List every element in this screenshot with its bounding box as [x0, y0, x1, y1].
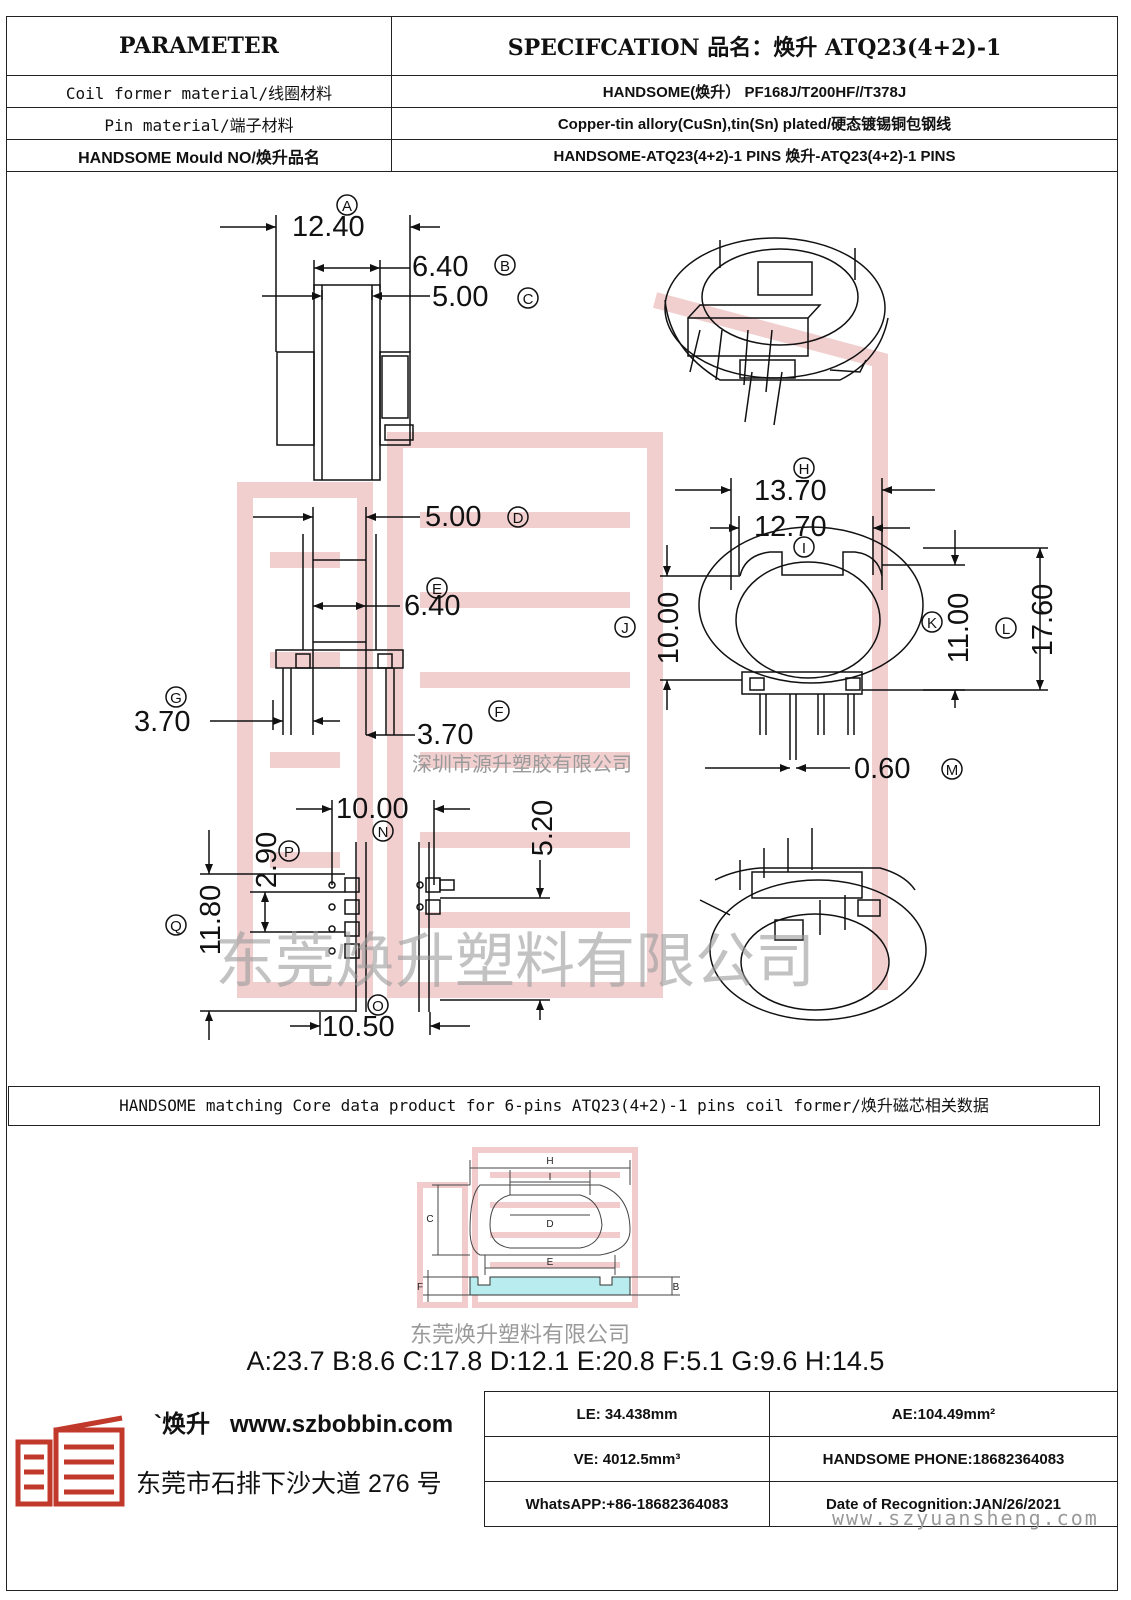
dim-E: 6.40	[404, 590, 460, 622]
circle-G: G	[170, 690, 182, 707]
dim-N: 10.00	[336, 793, 409, 825]
core-letter-H: H	[546, 1156, 553, 1167]
watermark-logo	[237, 292, 888, 998]
circle-C: C	[523, 291, 534, 308]
core-letter-I: I	[549, 1172, 552, 1183]
dim-P: 2.90	[251, 832, 283, 888]
dim-K: 11.00	[943, 593, 975, 663]
handsome-logo-icon	[15, 1415, 125, 1506]
circle-H: H	[799, 461, 810, 478]
specification-header: SPECIFCATION 品名：焕升 ATQ23(4+2)-1	[391, 16, 1118, 76]
core-data-values: A:23.7 B:8.6 C:17.8 D:12.1 E:20.8 F:5.1 …	[246, 1346, 885, 1376]
url-watermark: www.szyuansheng.com	[832, 1506, 1099, 1530]
core-letter-D: D	[546, 1219, 553, 1230]
coil-material-label: Coil former material/线圈材料	[6, 75, 392, 108]
ae-value: AE:104.49mm²	[769, 1391, 1118, 1437]
circle-K: K	[927, 615, 937, 632]
circle-D: D	[513, 510, 524, 527]
watermark-core: 东莞焕升塑料有限公司	[410, 1323, 630, 1345]
technical-drawing: A B C D E F G H I J K L M N P Q O 12.40 …	[134, 194, 1059, 1043]
dim-A: 12.40	[292, 211, 365, 243]
dim-D: 5.00	[425, 501, 481, 533]
dim-R: 5.20	[527, 800, 559, 856]
brand-block: `焕升 www.szbobbin.com 东莞市石排下沙大道 276 号	[6, 1391, 485, 1527]
brand-website[interactable]: `焕升 www.szbobbin.com	[154, 1404, 453, 1439]
circle-F: F	[494, 704, 503, 721]
dim-Q: 11.80	[195, 885, 227, 955]
dim-C: 5.00	[432, 281, 488, 313]
footer-table: `焕升 www.szbobbin.com 东莞市石排下沙大道 276 号 LE:…	[6, 1391, 1118, 1527]
circle-N: N	[378, 824, 389, 841]
circle-L: L	[1002, 621, 1010, 638]
circle-M: M	[946, 762, 959, 779]
dim-L: 17.60	[1027, 584, 1059, 657]
pin-material-value: Copper-tin allory(CuSn),tin(Sn) plated/硬…	[391, 107, 1118, 140]
website-link[interactable]: www.szbobbin.com	[230, 1410, 454, 1438]
dim-F: 3.70	[417, 719, 473, 751]
circle-A: A	[342, 198, 352, 215]
core-letter-B: B	[673, 1282, 680, 1293]
circle-P: P	[284, 844, 294, 861]
circle-B: B	[500, 258, 510, 275]
watermark-large: 东莞焕升塑料有限公司	[215, 927, 815, 997]
circle-Q: Q	[170, 918, 182, 935]
core-data-bar: HANDSOME matching Core data product for …	[8, 1086, 1100, 1126]
dim-O: 10.50	[322, 1011, 395, 1043]
dim-I: 12.70	[754, 511, 827, 543]
le-value: LE: 34.438mm	[484, 1391, 770, 1437]
brand-name: `焕升	[154, 1410, 210, 1438]
circle-J: J	[621, 620, 629, 637]
circle-I: I	[802, 540, 806, 557]
dim-G: 3.70	[134, 706, 190, 738]
spec-table: PARAMETER SPECIFCATION 品名：焕升 ATQ23(4+2)-…	[6, 16, 1118, 172]
core-letter-F: F	[417, 1282, 423, 1293]
core-letter-E: E	[547, 1257, 554, 1268]
mould-no-value: HANDSOME-ATQ23(4+2)-1 PINS 焕升-ATQ23(4+2)…	[391, 139, 1118, 172]
phone-value: HANDSOME PHONE:18682364083	[769, 1436, 1118, 1482]
core-diagram: 东莞焕升塑料有限公司 H I D E C F B	[410, 1147, 680, 1345]
whatsapp-value: WhatsAPP:+86-18682364083	[484, 1481, 770, 1527]
mould-no-label: HANDSOME Mould NO/焕升品名	[6, 139, 392, 172]
company-address: 东莞市石排下沙大道 276 号	[136, 1469, 442, 1498]
date-value: Date of Recognition:JAN/26/2021	[769, 1481, 1118, 1527]
dim-H: 13.70	[754, 475, 827, 507]
circle-E: E	[432, 581, 442, 598]
watermark-small: 深圳市源升塑胶有限公司	[412, 752, 632, 776]
dim-B: 6.40	[412, 251, 468, 283]
dim-J: 10.00	[653, 592, 685, 665]
core-letter-C: C	[426, 1214, 433, 1225]
core-cross-section	[469, 1276, 631, 1296]
dim-M: 0.60	[854, 753, 910, 785]
ve-value: VE: 4012.5mm³	[484, 1436, 770, 1482]
core-watermark-logo	[417, 1147, 638, 1308]
circle-O: O	[372, 998, 384, 1015]
